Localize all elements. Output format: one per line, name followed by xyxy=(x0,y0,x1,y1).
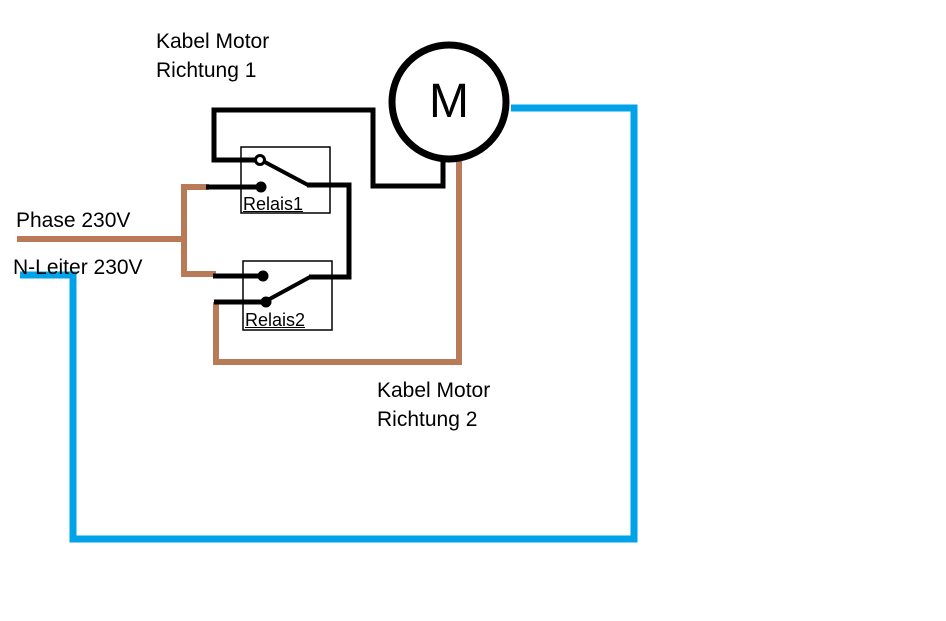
relay1-switch-blade xyxy=(260,158,309,187)
relay2-switch-blade xyxy=(265,275,311,303)
relay2-upper-contact-dot xyxy=(257,270,269,282)
motor-circle xyxy=(388,41,510,163)
cable-motor-direction1-line1: Kabel Motor xyxy=(156,30,270,53)
cable-motor-direction2-line2: Richtung 2 xyxy=(377,408,478,431)
motor-direction1-wire xyxy=(211,107,446,189)
cable-motor-direction2-label: Kabel Motor Richtung 2 xyxy=(377,376,490,434)
cable-motor-direction2-line1: Kabel Motor xyxy=(377,379,491,402)
motor-direction2-wire xyxy=(213,157,462,365)
motor-label: M xyxy=(429,75,469,128)
cable-motor-direction1-line2: Richtung 1 xyxy=(156,59,257,82)
cable-motor-direction1-label: Kabel Motor Richtung 1 xyxy=(156,27,269,85)
relay1-contact-dot xyxy=(255,181,267,193)
relay1-label: Relais1 xyxy=(243,194,304,214)
relay2-lower-contact-dot xyxy=(260,296,272,308)
relay2-label: Relais2 xyxy=(245,310,306,330)
phase-trunk-wire xyxy=(181,184,216,277)
neutral-label: N-Leiter 230V xyxy=(13,256,143,279)
relay2-box xyxy=(242,260,333,331)
relay1-open-contact xyxy=(254,154,266,166)
phase-label: Phase 230V xyxy=(16,209,131,232)
relay-common-link-wire xyxy=(307,182,352,280)
relay1-box xyxy=(240,146,331,214)
neutral-wire xyxy=(20,104,638,543)
